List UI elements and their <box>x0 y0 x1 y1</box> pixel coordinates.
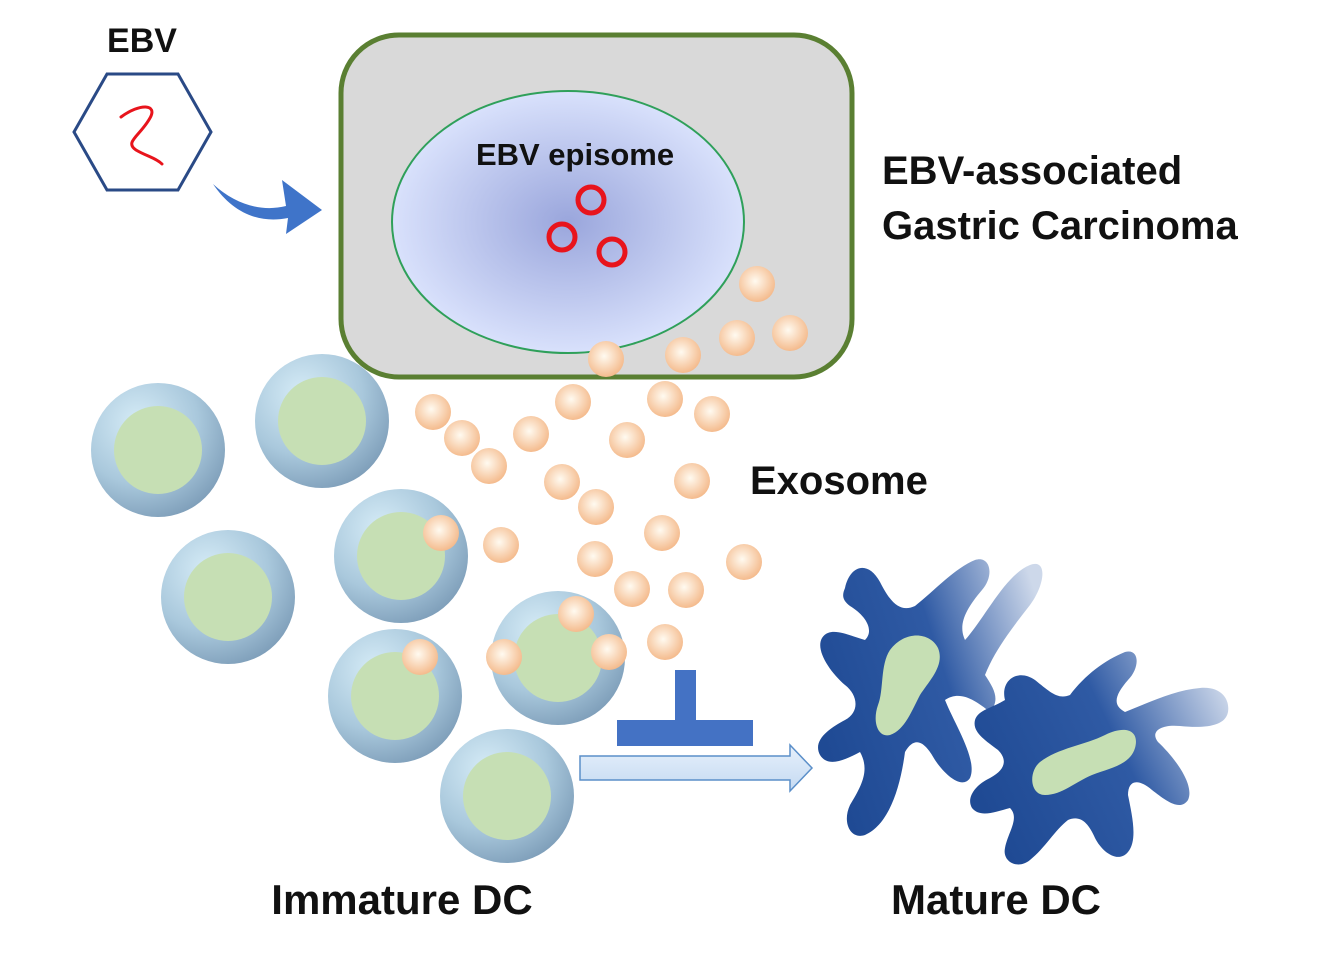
exosome-vesicle <box>578 489 614 525</box>
exosome-vesicle <box>415 394 451 430</box>
exosome-vesicle <box>647 381 683 417</box>
exosome-label: Exosome <box>750 459 928 503</box>
exosome-vesicle <box>644 515 680 551</box>
exosome-vesicle <box>486 639 522 675</box>
mature-dc-cell <box>818 559 1043 836</box>
immature-dc-nucleus <box>278 377 366 465</box>
nucleus <box>391 90 745 354</box>
exosome-vesicle <box>513 416 549 452</box>
carcinoma-label-line1: EBV-associated <box>882 149 1182 193</box>
immature-dc-nucleus <box>114 406 202 494</box>
immature-dc-nucleus <box>514 614 602 702</box>
exosome-vesicle <box>402 639 438 675</box>
episome-label: EBV episome <box>476 137 674 172</box>
mature-dc-nucleus <box>875 635 940 736</box>
exosome-vesicle <box>577 541 613 577</box>
immature-dc-cell <box>91 383 225 517</box>
mature-dc-nucleus <box>1032 729 1136 795</box>
episome-group <box>546 184 628 268</box>
episome-ring <box>575 184 607 216</box>
exosome-vesicle <box>609 422 645 458</box>
exosome-vesicle <box>444 420 480 456</box>
exosome-vesicle <box>544 464 580 500</box>
t-bar-inhibition-icon <box>617 670 753 746</box>
exosome-vesicle <box>588 341 624 377</box>
exosome-vesicle <box>614 571 650 607</box>
immature-dc-cell <box>440 729 574 863</box>
ebv-label: EBV <box>107 22 177 60</box>
carcinoma-cell: EBV episome <box>338 32 855 380</box>
immature-dc-nucleus <box>463 752 551 840</box>
immature-dc-cell <box>328 629 462 763</box>
exosome-vesicle <box>739 266 775 302</box>
exosome-vesicle <box>694 396 730 432</box>
immature-dc-cell <box>334 489 468 623</box>
immature-dc-nucleus <box>184 553 272 641</box>
immature-dc-cell <box>161 530 295 664</box>
exosome-group <box>402 266 808 675</box>
exosome-vesicle <box>665 337 701 373</box>
exosome-vesicle <box>483 527 519 563</box>
carcinoma-label-line2: Gastric Carcinoma <box>882 204 1238 248</box>
ebv-virus: EBV <box>72 22 213 192</box>
immature-dc-cell <box>255 354 389 488</box>
exosome-vesicle <box>471 448 507 484</box>
immature-dc-cell <box>491 591 625 725</box>
immature-dc-label: Immature DC <box>271 876 532 923</box>
exosome-vesicle <box>674 463 710 499</box>
immature-dc-nucleus <box>357 512 445 600</box>
mature-dc-body <box>818 559 1043 836</box>
immature-dc-group <box>91 354 625 863</box>
exosome-vesicle <box>772 315 808 351</box>
exosome-vesicle <box>726 544 762 580</box>
viral-genome-icon <box>119 105 164 166</box>
hexagon-virus-icon <box>72 72 213 192</box>
mature-dc-cell <box>970 651 1229 865</box>
exosome-vesicle <box>719 320 755 356</box>
exosome-vesicle <box>558 596 594 632</box>
exosome-vesicle <box>591 634 627 670</box>
exosome-vesicle <box>423 515 459 551</box>
right-arrow-icon <box>579 743 814 793</box>
curved-arrow-icon <box>213 180 322 234</box>
episome-ring <box>546 221 578 253</box>
exosome-vesicle <box>555 384 591 420</box>
exosome-vesicle <box>668 572 704 608</box>
mature-dc-label: Mature DC <box>891 876 1101 923</box>
episome-ring <box>596 236 628 268</box>
exosome-vesicle <box>647 624 683 660</box>
